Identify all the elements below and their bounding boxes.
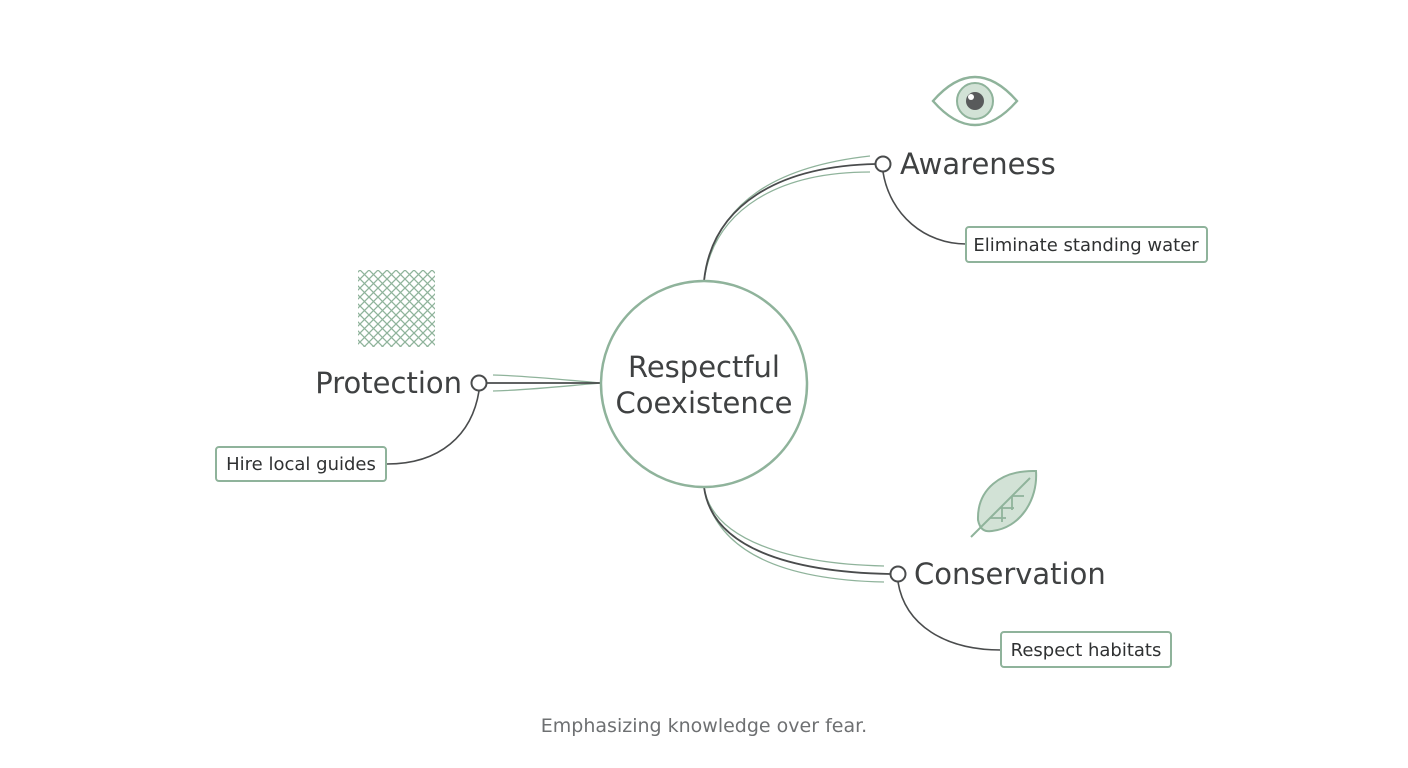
eye-icon [931,75,1019,127]
branch-label-awareness: Awareness [900,147,1056,181]
caption: Emphasizing knowledge over fear. [541,715,867,737]
leaf-connector-awareness [882,171,967,245]
branch-handle-conservation[interactable] [889,565,907,583]
leaf-icon [970,469,1038,538]
connector-awareness [703,155,877,282]
connector-protection [487,374,602,392]
branch-handle-awareness[interactable] [874,155,892,173]
branch-handle-protection[interactable] [470,374,488,392]
center-title-line-1: Respectful [628,350,780,384]
branch-awareness[interactable]: Awareness [874,147,1056,181]
mesh-net-icon [358,270,435,347]
branch-protection[interactable]: Protection [315,366,488,400]
branch-conservation[interactable]: Conservation [889,557,1106,591]
leaf-label-protection: Hire local guides [226,454,376,475]
connector-conservation [703,486,891,583]
branch-label-protection: Protection [315,366,462,400]
leaf-label-conservation: Respect habitats [1011,640,1162,661]
center-title-line-2: Coexistence [615,386,792,420]
center-node[interactable]: Respectful Coexistence [599,279,809,489]
leaf-label-awareness: Eliminate standing water [973,235,1199,256]
leaf-node-awareness[interactable]: Eliminate standing water [965,226,1208,263]
leaf-connector-conservation [897,581,1002,651]
branch-label-conservation: Conservation [914,557,1106,591]
leaf-connector-protection [386,390,480,465]
leaf-node-protection[interactable]: Hire local guides [215,446,387,482]
leaf-node-conservation[interactable]: Respect habitats [1000,631,1172,668]
